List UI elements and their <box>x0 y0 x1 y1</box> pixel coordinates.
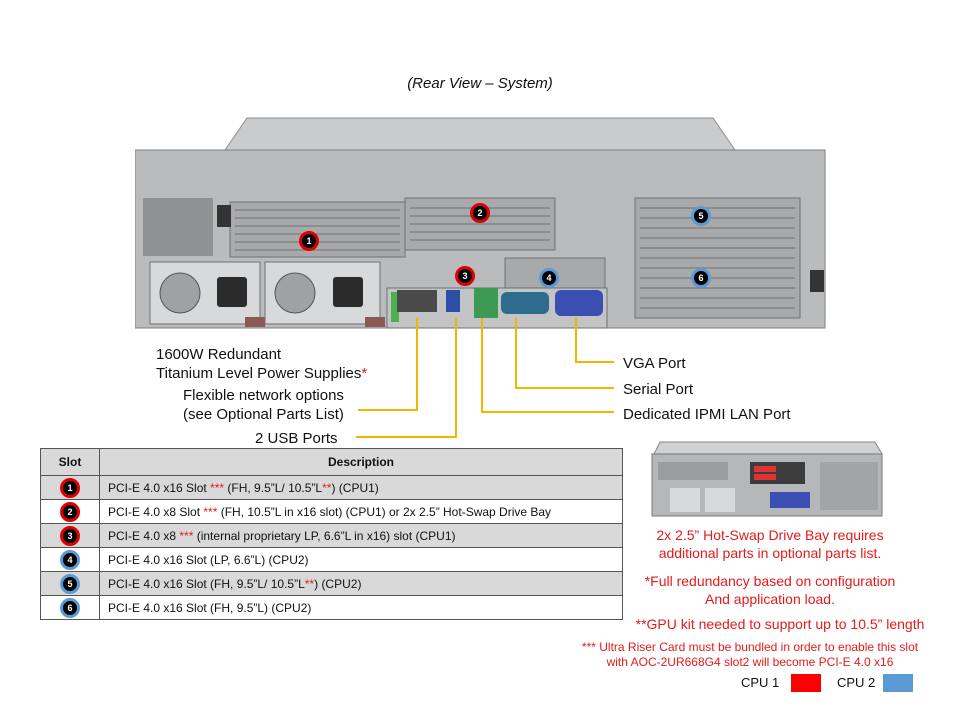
slot-marker-3: 3 <box>455 266 475 286</box>
slot-marker-2: 2 <box>470 203 490 223</box>
gpu-note: **GPU kit needed to support up to 10.5” … <box>635 616 925 632</box>
slot-marker-5: 5 <box>691 206 711 226</box>
redundancy-note-2: And application load. <box>705 591 835 607</box>
slot-description: PCI-E 4.0 x16 Slot (FH, 9.5”L/ 10.5”L**)… <box>99 571 623 596</box>
view-title: (Rear View – System) <box>407 75 553 92</box>
network-label-line2: (see Optional Parts List) <box>183 406 344 423</box>
legend-cpu2-label: CPU 2 <box>837 675 876 690</box>
slot-badge: 4 <box>60 549 80 570</box>
slot-badge: 3 <box>60 525 80 546</box>
table-row: 5 PCI-E 4.0 x16 Slot (FH, 9.5”L/ 10.5”L*… <box>40 571 623 596</box>
slot-description: PCI-E 4.0 x8 *** (internal proprietary L… <box>99 523 623 548</box>
ipmi-label: Dedicated IPMI LAN Port <box>623 406 791 423</box>
drive-bay-thumbnail <box>651 441 883 517</box>
redundancy-note-1: *Full redundancy based on configuration <box>644 573 896 589</box>
legend-cpu2-swatch <box>883 674 913 692</box>
usb-label: 2 USB Ports <box>255 430 338 447</box>
table-row: 2 PCI-E 4.0 x8 Slot *** (FH, 10.5”L in x… <box>40 499 623 524</box>
slot-marker-1: 1 <box>299 231 319 251</box>
slot-badge: 1 <box>60 477 80 498</box>
network-label-line1: Flexible network options <box>183 387 344 404</box>
legend-cpu1-label: CPU 1 <box>741 675 780 690</box>
slot-marker-4: 4 <box>539 268 559 288</box>
slot-marker-6: 6 <box>691 268 711 288</box>
table-row: 1 PCI-E 4.0 x16 Slot *** (FH, 9.5”L/ 10.… <box>40 475 623 500</box>
slot-badge: 5 <box>60 573 80 594</box>
serial-label: Serial Port <box>623 381 694 398</box>
drive-bay-note-1: 2x 2.5” Hot-Swap Drive Bay requires <box>656 527 884 543</box>
slot-badge: 6 <box>60 597 80 618</box>
table-row: 6 PCI-E 4.0 x16 Slot (FH, 9.5”L) (CPU2) <box>40 595 623 620</box>
vga-label: VGA Port <box>623 355 686 372</box>
slot-table: Slot Description 1 PCI-E 4.0 x16 Slot **… <box>40 448 623 620</box>
drive-bay-note-2: additional parts in optional parts list. <box>658 545 882 561</box>
description-header: Description <box>99 448 623 476</box>
legend-cpu1-swatch <box>791 674 821 692</box>
riser-note-1: *** Ultra Riser Card must be bundled in … <box>581 640 919 654</box>
table-row: 4 PCI-E 4.0 x16 Slot (LP, 6.6”L) (CPU2) <box>40 547 623 572</box>
slot-description: PCI-E 4.0 x16 Slot (LP, 6.6”L) (CPU2) <box>99 547 623 572</box>
slot-description: PCI-E 4.0 x16 Slot (FH, 9.5”L) (CPU2) <box>99 595 623 620</box>
psu-label-line2: Titanium Level Power Supplies* <box>156 365 368 382</box>
slot-badge: 2 <box>60 501 80 522</box>
slot-header: Slot <box>40 448 100 476</box>
psu-label-line1: 1600W Redundant <box>156 346 282 363</box>
slot-description: PCI-E 4.0 x16 Slot *** (FH, 9.5”L/ 10.5”… <box>99 475 623 500</box>
riser-note-2: with AOC-2UR668G4 slot2 will become PCI-… <box>606 655 894 669</box>
slot-description: PCI-E 4.0 x8 Slot *** (FH, 10.5”L in x16… <box>99 499 623 524</box>
table-row: 3 PCI-E 4.0 x8 *** (internal proprietary… <box>40 523 623 548</box>
